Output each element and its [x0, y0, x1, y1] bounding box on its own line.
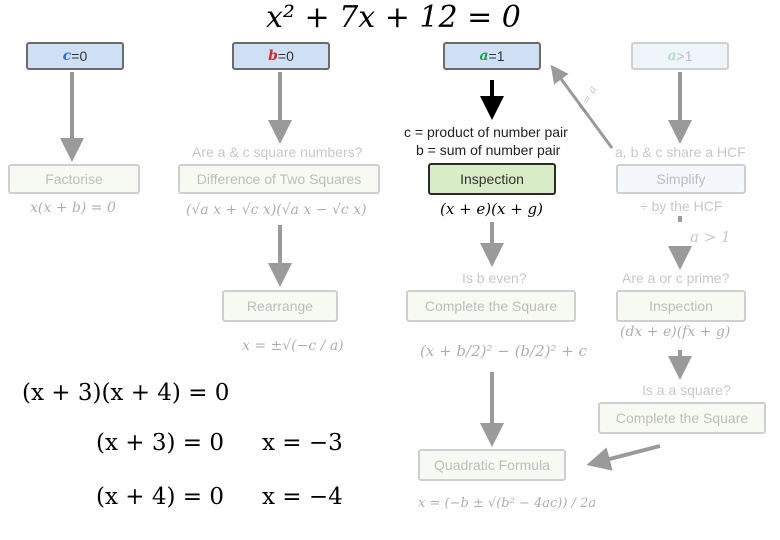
condition-b-zero[interactable]: b=0 [232, 42, 330, 70]
condition-a-rel: =1 [488, 48, 505, 64]
working-line-3b: x = −4 [262, 484, 343, 510]
formula-dots: (√a x + √c x)(√a x − √c x) [186, 202, 367, 218]
note-a-gt-1: a > 1 [690, 228, 731, 246]
working-line-2b: x = −3 [262, 430, 343, 456]
condition-a-var: a [479, 48, 489, 64]
formula-cts: (x + b/2)² − (b/2)² + c [420, 342, 588, 360]
method-difference-of-two-squares[interactable]: Difference of Two Squares [178, 164, 380, 194]
condition-agt-var: a [667, 48, 677, 64]
method-complete-the-square-2[interactable]: Complete the Square [598, 402, 766, 434]
condition-b-rel: =0 [277, 48, 294, 64]
formula-inspection-2: (dx + e)(fx + g) [620, 324, 731, 340]
method-quadratic-formula[interactable]: Quadratic Formula [418, 449, 566, 481]
method-factorise[interactable]: Factorise [8, 164, 140, 194]
arrow-share-hcf-to-a1 [550, 64, 614, 149]
note-c-product: c = product of number pair [404, 124, 568, 140]
working-line-3a: (x + 4) = 0 [96, 484, 224, 510]
condition-c-zero[interactable]: c=0 [26, 42, 124, 70]
condition-a-gt-one[interactable]: a>1 [631, 42, 729, 70]
formula-inspection: (x + e)(x + g) [440, 200, 544, 218]
method-inspection[interactable]: Inspection [428, 163, 556, 195]
method-inspection-2[interactable]: Inspection [616, 290, 746, 322]
condition-agt-rel: >1 [676, 48, 693, 64]
method-simplify[interactable]: Simplify [616, 164, 746, 194]
condition-b-var: b [268, 48, 278, 64]
question-square-numbers: Are a & c square numbers? [192, 144, 363, 160]
working-line-2a: (x + 3) = 0 [96, 430, 224, 456]
formula-factorise: x(x + b) = 0 [30, 200, 116, 216]
condition-c-rel: =0 [71, 48, 88, 64]
method-rearrange[interactable]: Rearrange [222, 290, 338, 322]
formula-quadratic: x = (−b ± √(b² − 4ac)) / 2a [418, 496, 597, 511]
question-a-or-c-prime: Are a or c prime? [622, 270, 730, 286]
question-share-hcf: a, b & c share a HCF [615, 144, 746, 160]
title-equation: x² + 7x + 12 = 0 [266, 0, 521, 35]
question-b-even: Is b even? [462, 270, 527, 286]
question-a-square: Is a a square? [642, 382, 731, 398]
condition-c-var: c [62, 48, 72, 64]
working-line-1: (x + 3)(x + 4) = 0 [22, 380, 230, 406]
note-b-sum: b = sum of number pair [416, 142, 561, 158]
method-complete-the-square[interactable]: Complete the Square [406, 290, 576, 322]
note-divide-hcf: ÷ by the HCF [640, 198, 723, 214]
arrow-cts2-to-qf [586, 444, 661, 471]
formula-rearrange: x = ±√(−c / a) [242, 338, 344, 354]
condition-a-one[interactable]: a=1 [443, 42, 541, 70]
